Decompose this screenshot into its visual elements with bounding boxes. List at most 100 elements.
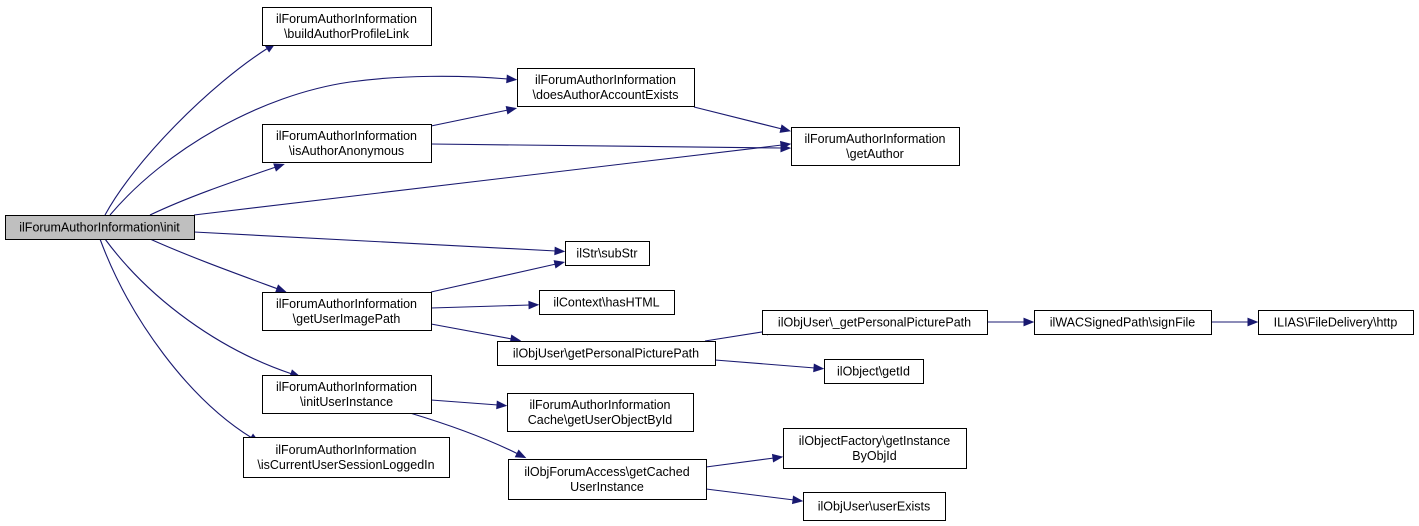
node-box <box>508 459 707 500</box>
node-box <box>1034 310 1212 335</box>
node-layer: ilForumAuthorInformation\init ilForumAuth… <box>5 7 1414 521</box>
node-label: ilForumAuthorInformation <box>276 129 417 143</box>
edge-getPersonalPicturePath-to-getId <box>714 359 825 373</box>
node-label: ilObjectFactory\getInstance <box>799 434 951 448</box>
edge-isAuthorAnonymous-to-getAuthor <box>430 143 792 153</box>
node-label: \doesAuthorAccountExists <box>533 88 679 102</box>
edge-getUserImagePath-to-subStr <box>430 260 566 293</box>
node-doesAuthorAccountExists[interactable]: ilForumAuthorInformation\doesAuthorAccou… <box>517 68 695 107</box>
edge-getUserImagePath-to-hasHTML <box>430 300 540 310</box>
node-userExists[interactable]: ilObjUser\userExists <box>803 492 946 521</box>
arrowhead <box>505 106 518 115</box>
edge-getCachedUserInstance-to-userExists <box>705 488 804 505</box>
node-hasHTML[interactable]: ilContext\hasHTML <box>539 290 675 315</box>
node-getUserImagePath[interactable]: ilForumAuthorInformation\getUserImagePat… <box>262 292 432 331</box>
node-box <box>824 359 924 384</box>
edge-doesAuthorAccountExists-to-getAuthor <box>693 106 792 133</box>
edge-line <box>430 263 557 293</box>
node-box <box>497 341 716 366</box>
arrowhead <box>273 163 285 172</box>
node-box <box>262 124 432 163</box>
node-label: ilObjUser\getPersonalPicturePath <box>513 347 699 361</box>
node-label: \isAuthorAnonymous <box>289 144 404 158</box>
node-box <box>262 292 432 331</box>
edge-init-to-subStr <box>193 231 566 256</box>
node-isAuthorAnonymous[interactable]: ilForumAuthorInformation\isAuthorAnonymo… <box>262 124 432 163</box>
node-label: ilContext\hasHTML <box>553 296 659 310</box>
edge-getPersonalPicturePathPrivate-to-signFile <box>987 317 1035 327</box>
edge-getUserImagePath-to-getPersonalPicturePath <box>430 323 522 343</box>
node-subStr[interactable]: ilStr\subStr <box>565 241 650 266</box>
arrowhead <box>779 124 792 133</box>
node-box <box>243 437 450 478</box>
edge-line <box>705 488 795 501</box>
edge-line <box>104 238 293 375</box>
node-signFile[interactable]: ilWACSignedPath\signFile <box>1034 310 1212 335</box>
arrowhead <box>780 143 792 153</box>
node-getAuthor[interactable]: ilForumAuthorInformation\getAuthor <box>791 127 960 166</box>
node-isCurrentUserSessionLoggedIn[interactable]: ilForumAuthorInformation\isCurrentUserSe… <box>243 437 450 478</box>
node-label: ilForumAuthorInformation <box>275 443 416 457</box>
edge-getCachedUserInstance-to-getInstanceByObjId <box>705 453 784 468</box>
node-label: ilObjUser\userExists <box>818 500 931 514</box>
node-label: ilForumAuthorInformation\init <box>19 221 180 235</box>
edge-init-to-buildAuthorProfileLink <box>104 42 276 216</box>
edge-line <box>193 231 557 252</box>
arrowhead <box>528 300 540 310</box>
arrowhead <box>554 246 566 256</box>
node-label: ilForumAuthorInformation <box>276 12 417 26</box>
node-initUserInstance[interactable]: ilForumAuthorInformation\initUserInstanc… <box>262 375 432 414</box>
node-init[interactable]: ilForumAuthorInformation\init <box>5 215 195 240</box>
node-box <box>507 393 694 432</box>
node-label: ilForumAuthorInformation <box>276 380 417 394</box>
node-box <box>565 241 650 266</box>
node-label: ilForumAuthorInformation <box>276 297 417 311</box>
arrowhead <box>771 453 784 463</box>
edge-signFile-to-http <box>1211 317 1259 327</box>
node-box <box>539 290 675 315</box>
node-label: \isCurrentUserSessionLoggedIn <box>257 458 434 472</box>
node-box <box>517 68 695 107</box>
arrowhead <box>496 400 508 410</box>
arrowhead <box>275 284 287 293</box>
edge-initUserInstance-to-getUserObjectById <box>430 399 508 410</box>
node-label: ILIAS\FileDelivery\http <box>1274 316 1398 330</box>
arrowhead <box>813 363 825 373</box>
edge-line <box>430 109 509 127</box>
node-box <box>783 428 967 469</box>
arrowhead <box>514 449 527 459</box>
node-label: \initUserInstance <box>300 395 393 409</box>
node-buildAuthorProfileLink[interactable]: ilForumAuthorInformation\buildAuthorProf… <box>262 7 432 46</box>
edge-line <box>430 323 513 340</box>
edge-line <box>430 143 783 149</box>
edge-initUserInstance-to-getCachedUserInstance <box>409 412 527 459</box>
node-label: ilForumAuthorInformation <box>804 132 945 146</box>
node-label: ilObjUser\_getPersonalPicturePath <box>778 316 971 330</box>
node-label: ilObject\getId <box>837 365 910 379</box>
node-label: \getAuthor <box>846 147 904 161</box>
edge-isAuthorAnonymous-to-doesAuthorAccountExists <box>430 106 518 127</box>
node-http[interactable]: ILIAS\FileDelivery\http <box>1258 310 1414 335</box>
edge-init-to-getUserImagePath <box>149 238 287 293</box>
arrowhead <box>1247 317 1259 327</box>
edge-init-to-doesAuthorAccountExists <box>109 74 518 216</box>
edge-init-to-isCurrentUserSessionLoggedIn <box>99 238 260 443</box>
node-getId[interactable]: ilObject\getId <box>824 359 924 384</box>
node-box <box>791 127 960 166</box>
node-label: ilForumAuthorInformation <box>529 398 670 412</box>
edge-line <box>109 75 509 216</box>
node-label: ilWACSignedPath\signFile <box>1050 316 1195 330</box>
arrowhead <box>553 260 566 269</box>
node-box <box>1258 310 1414 335</box>
arrowhead <box>1023 317 1035 327</box>
node-getPersonalPicturePath[interactable]: ilObjUser\getPersonalPicturePath <box>497 341 716 366</box>
node-getUserObjectById[interactable]: ilForumAuthorInformationCache\getUserObj… <box>507 393 694 432</box>
edge-line <box>430 399 499 406</box>
edge-line <box>104 47 269 216</box>
node-getPersonalPicturePathPrivate[interactable]: ilObjUser\_getPersonalPicturePath <box>762 310 988 335</box>
node-label: \getUserImagePath <box>293 312 401 326</box>
edge-line <box>409 412 519 455</box>
edge-line <box>704 330 769 342</box>
